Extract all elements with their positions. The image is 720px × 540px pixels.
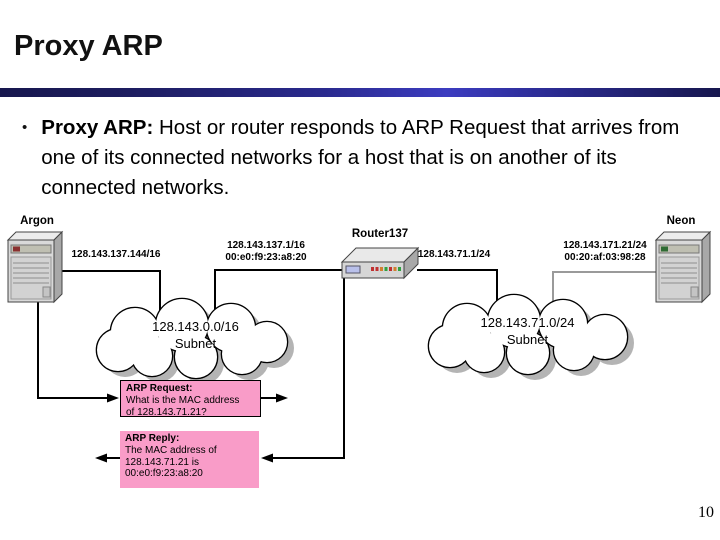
arp-reply-line3: 00:e0:f9:23:a8:20 xyxy=(125,468,203,480)
arp-request-line2: of 128.143.71.21? xyxy=(126,406,207,418)
link-argon-to-subnet xyxy=(58,270,161,312)
router-host-label: Router137 xyxy=(351,228,409,240)
link-router-right-to-subnet xyxy=(417,269,498,305)
arp-reply-title: ARP Reply: xyxy=(125,433,180,444)
arp-request-in-arrowhead xyxy=(107,393,119,403)
arp-request-box: ARP Request: What is the MAC address of … xyxy=(120,380,261,418)
router-right-interface-label: 128.143.71.1/24 xyxy=(417,249,491,260)
arp-reply-line2: 128.143.71.21 is xyxy=(125,456,199,468)
router-led-lights xyxy=(371,267,401,271)
router-left-mac: 00:e0:f9:23:a8:20 xyxy=(225,251,307,263)
router-left-interface-label: 128.143.137.1/16 00:e0:f9:23:a8:20 xyxy=(198,240,334,263)
arp-request-in-line xyxy=(37,301,108,399)
argon-host-label: Argon xyxy=(20,215,54,227)
bullet-item: • Proxy ARP: Host or router responds to … xyxy=(22,113,706,203)
link-router-left-to-subnet xyxy=(214,269,342,312)
title-divider-bar xyxy=(0,88,720,97)
neon-host-label: Neon xyxy=(666,215,696,227)
router-left-ip: 128.143.137.1/16 xyxy=(227,240,305,251)
page-title: Proxy ARP xyxy=(14,30,163,62)
bullet-text: Proxy ARP: Host or router responds to AR… xyxy=(41,113,703,203)
arp-request-out-arrowhead xyxy=(276,393,288,403)
neon-server-icon xyxy=(655,231,711,303)
subnet-left-network: 128.143.0.0/16 xyxy=(152,319,239,334)
subnet-right-label: 128.143.71.0/24 Subnet xyxy=(445,314,610,348)
arp-reply-in-arrowhead xyxy=(261,453,273,463)
bullet-lead: Proxy ARP: xyxy=(41,116,154,139)
subnet-left-caption: Subnet xyxy=(174,336,217,351)
argon-server-icon xyxy=(7,231,63,303)
router-icon xyxy=(340,246,420,280)
subnet-left-label: 128.143.0.0/16 Subnet xyxy=(113,318,278,352)
arp-reply-box: ARP Reply: The MAC address of 128.143.71… xyxy=(120,431,259,488)
bullet-marker: • xyxy=(22,119,28,136)
neon-interface-label: 128.143.171.21/24 00:20:af:03:98:28 xyxy=(546,240,664,263)
arp-request-line1: What is the MAC address xyxy=(126,394,240,406)
link-neon-to-subnet xyxy=(552,271,657,305)
arp-request-title: ARP Request: xyxy=(126,383,193,394)
neon-ip: 128.143.171.21/24 xyxy=(563,240,647,251)
subnet-right-caption: Subnet xyxy=(506,332,549,347)
neon-mac: 00:20:af:03:98:28 xyxy=(564,251,646,263)
arp-reply-line1: The MAC address of xyxy=(125,444,217,456)
bullet-rest: Host or router responds to ARP Request t… xyxy=(41,116,680,199)
page-number: 10 xyxy=(698,504,714,521)
arp-reply-out-arrowhead xyxy=(95,453,107,463)
argon-interface-label: 128.143.137.144/16 xyxy=(71,249,161,260)
arp-reply-in-line xyxy=(273,277,345,459)
subnet-right-network: 128.143.71.0/24 xyxy=(480,315,575,330)
